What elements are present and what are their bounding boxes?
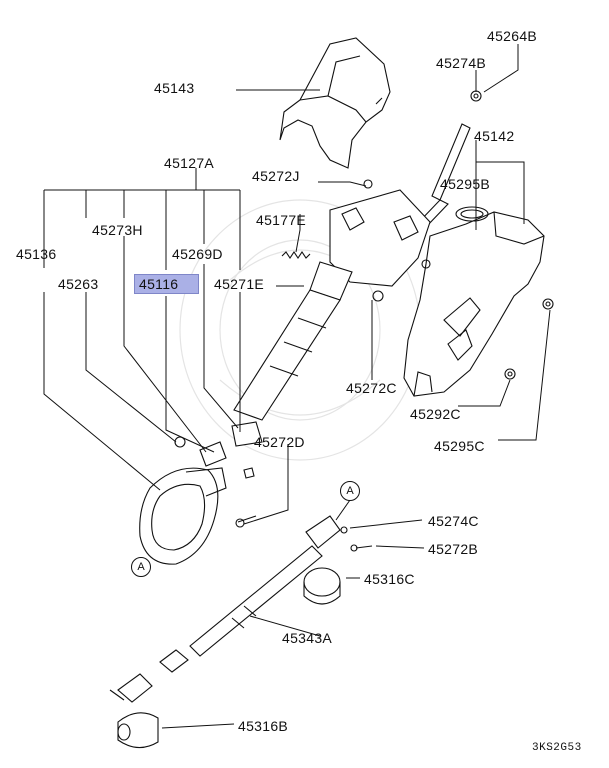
label-45177E: 45177E: [256, 212, 307, 228]
intermediate-shaft: [109, 515, 341, 703]
label-45264B: 45264B: [487, 28, 538, 44]
lower-column-cover: [403, 211, 545, 397]
leader-lines: [43, 44, 551, 729]
callout-a-upper: A: [340, 481, 360, 501]
label-45116-highlighted[interactable]: 45116: [134, 274, 200, 294]
label-45292C: 45292C: [410, 406, 461, 422]
callout-a-lower: A: [131, 557, 151, 577]
ring-part: [455, 206, 489, 222]
label-45273H: 45273H: [92, 222, 143, 238]
label-45263: 45263: [58, 276, 99, 292]
label-45269D: 45269D: [172, 246, 223, 262]
column-hole-cover: [139, 467, 227, 565]
label-45272C: 45272C: [346, 380, 397, 396]
label-45274C: 45274C: [428, 513, 479, 529]
label-45272D: 45272D: [254, 434, 305, 450]
diagram-code: 3KS2G53: [532, 742, 582, 754]
upper-column-cover: [279, 37, 391, 169]
label-45142: 45142: [474, 128, 515, 144]
label-45272B: 45272B: [428, 541, 479, 557]
bushing-upper: [303, 567, 341, 605]
label-45295C: 45295C: [434, 438, 485, 454]
bushing-lower: [117, 712, 159, 749]
label-45136: 45136: [16, 246, 57, 262]
label-45272J: 45272J: [252, 168, 300, 184]
label-45316B: 45316B: [238, 718, 289, 734]
label-45274B: 45274B: [436, 55, 487, 71]
label-45343A: 45343A: [282, 630, 333, 646]
label-45143: 45143: [154, 80, 195, 96]
label-45127A: 45127A: [164, 155, 215, 171]
steering-column: [233, 123, 471, 421]
label-45271E: 45271E: [214, 276, 265, 292]
label-45295B: 45295B: [440, 176, 491, 192]
spring: [281, 251, 311, 259]
label-45316C: 45316C: [364, 571, 415, 587]
